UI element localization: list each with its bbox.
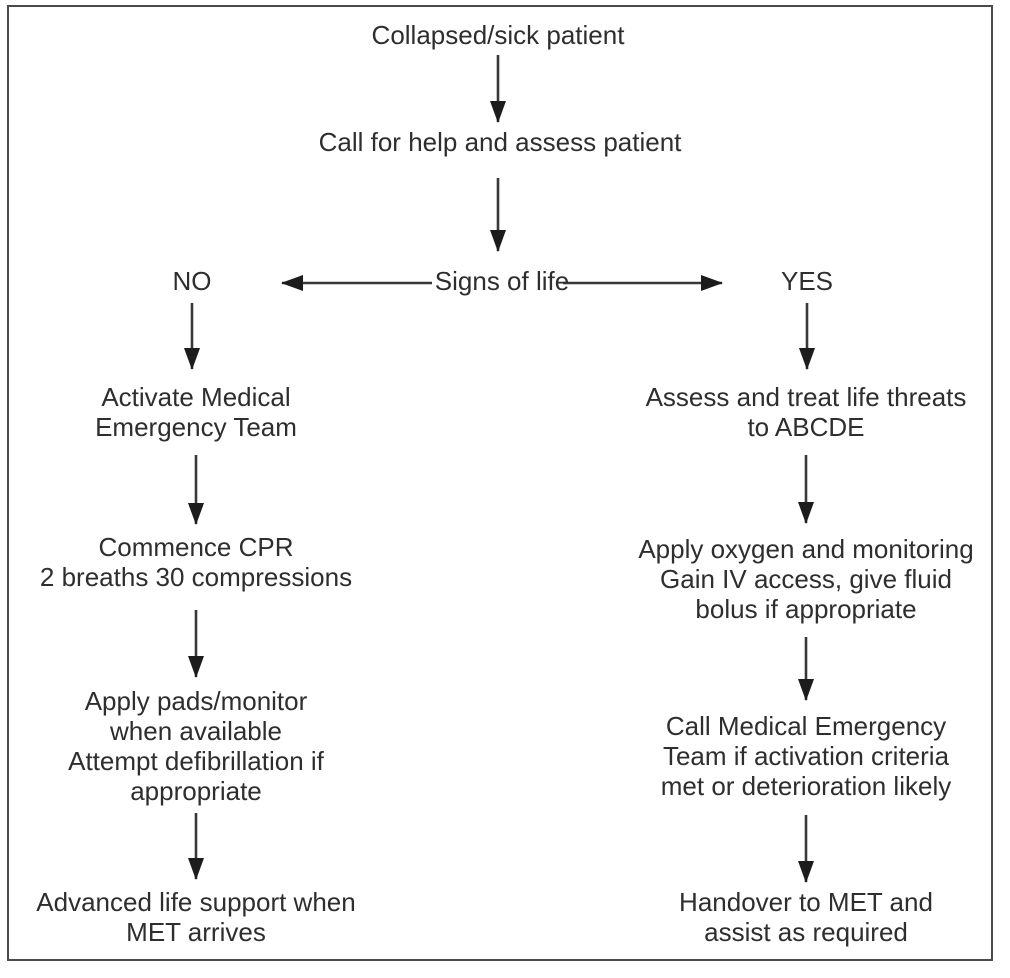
node-oxygen-iv-access: Apply oxygen and monitoring Gain IV acce… bbox=[638, 534, 974, 624]
node-decision-signs-of-life: Signs of life bbox=[434, 266, 570, 296]
node-advanced-life-support: Advanced life support when MET arrives bbox=[36, 887, 356, 947]
node-handover-to-met: Handover to MET and assist as required bbox=[679, 887, 933, 947]
node-activate-met: Activate Medical Emergency Team bbox=[95, 382, 297, 442]
node-assess-treat-abcde: Assess and treat life threats to ABCDE bbox=[645, 382, 967, 442]
node-apply-pads-defibrillation: Apply pads/monitor when available Attemp… bbox=[68, 686, 324, 806]
diagram-border bbox=[7, 5, 993, 961]
branch-label-yes: YES bbox=[780, 266, 834, 296]
node-commence-cpr: Commence CPR 2 breaths 30 compressions bbox=[39, 532, 353, 592]
branch-label-no: NO bbox=[172, 266, 212, 296]
node-call-for-help: Call for help and assess patient bbox=[318, 127, 682, 157]
node-start: Collapsed/sick patient bbox=[371, 20, 625, 50]
node-call-met-criteria: Call Medical Emergency Team if activatio… bbox=[660, 711, 952, 801]
